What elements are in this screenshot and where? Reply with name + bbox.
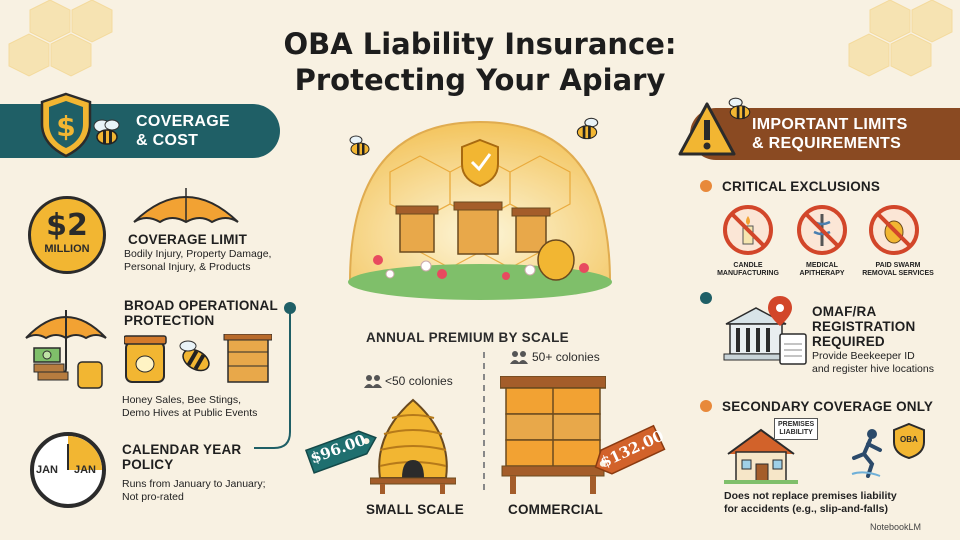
coverage-limit-title: COVERAGE LIMIT	[128, 232, 248, 247]
bee-icon	[576, 117, 599, 140]
notebooklm-watermark: NotebookLM	[870, 522, 922, 532]
clock-label-left: JAN	[36, 464, 59, 476]
operational-protection-description: Honey Sales, Bee Stings, Demo Hives at P…	[122, 394, 258, 419]
scale-divider	[483, 352, 485, 492]
small-scale-label: SMALL SCALE	[366, 502, 464, 517]
calendar-policy-title: CALENDAR YEAR POLICY	[122, 442, 242, 472]
bee-icon	[93, 119, 120, 145]
page-title: OBA Liability Insurance: Protecting Your…	[210, 26, 750, 98]
coverage-banner-title: COVERAGE & COST	[136, 113, 230, 149]
bee-icon	[728, 97, 751, 120]
calendar-policy-description: Runs from January to January; Not pro-ra…	[122, 478, 266, 503]
house-premises-icon	[724, 428, 798, 484]
coverage-limit-badge: $2 MILLION	[28, 196, 106, 274]
registration-description: Provide Beekeeper ID and register hive l…	[812, 350, 934, 375]
exclusions-bullet	[700, 180, 712, 192]
skep-beehive-illustration	[370, 398, 456, 494]
exclusion-candle-label: CANDLE MANUFACTURING	[717, 262, 779, 277]
oba-badge-text: OBA	[900, 435, 918, 444]
colonies-users-icon	[510, 351, 528, 364]
no-candle-icon	[723, 205, 773, 255]
coverage-limit-description: Bodily Injury, Property Damage, Personal…	[124, 248, 272, 273]
commercial-beehive-illustration	[500, 376, 606, 494]
small-scale-colonies: <50 colonies	[385, 374, 453, 388]
no-medical-icon	[797, 205, 847, 255]
commercial-colonies: 50+ colonies	[532, 350, 600, 364]
title-line-2: Protecting Your Apiary	[294, 63, 666, 97]
svg-text:$: $	[56, 110, 75, 143]
title-line-1: OBA Liability Insurance:	[283, 27, 677, 61]
clock-calendar-icon	[30, 432, 106, 508]
premium-heading: ANNUAL PREMIUM BY SCALE	[366, 330, 569, 345]
premises-liability-label: PREMISES LIABILITY	[774, 418, 819, 440]
commercial-price-tag	[594, 424, 666, 475]
exclusion-apitherapy-label: MEDICAL APITHERAPY	[799, 262, 845, 277]
secondary-coverage-description: Does not replace premises liability for …	[724, 490, 897, 515]
secondary-coverage-title: SECONDARY COVERAGE ONLY	[722, 399, 934, 414]
honey-bee-hive-icons	[124, 334, 272, 383]
dollar-shield-icon: $	[40, 92, 92, 158]
small-scale-price-tag	[304, 430, 377, 474]
no-swarm-removal-icon	[869, 205, 919, 255]
secondary-bullet	[700, 400, 712, 412]
colonies-users-icon	[364, 375, 382, 388]
bee-icon	[349, 135, 370, 156]
government-registration-icon	[723, 296, 807, 365]
limits-banner-title: IMPORTANT LIMITS & REQUIREMENTS	[752, 116, 908, 152]
warning-icon	[678, 102, 736, 156]
operational-protection-title: BROAD OPERATIONAL PROTECTION	[124, 298, 278, 328]
protected-apiary-dome-illustration	[348, 120, 612, 300]
connector-line	[254, 302, 296, 449]
exclusion-swarm-label: PAID SWARM REMOVAL SERVICES	[862, 262, 934, 277]
registration-bullet	[700, 292, 712, 304]
clock-label-right: JAN	[74, 464, 97, 476]
umbrella-money-icon	[25, 310, 107, 389]
registration-title: OMAF/RA REGISTRATION REQUIRED	[812, 304, 916, 349]
umbrella-icon	[133, 188, 239, 224]
commercial-label: COMMERCIAL	[508, 502, 603, 517]
oba-shield-icon	[893, 422, 925, 460]
critical-exclusions-title: CRITICAL EXCLUSIONS	[722, 179, 881, 194]
slip-and-fall-icon	[851, 429, 882, 478]
